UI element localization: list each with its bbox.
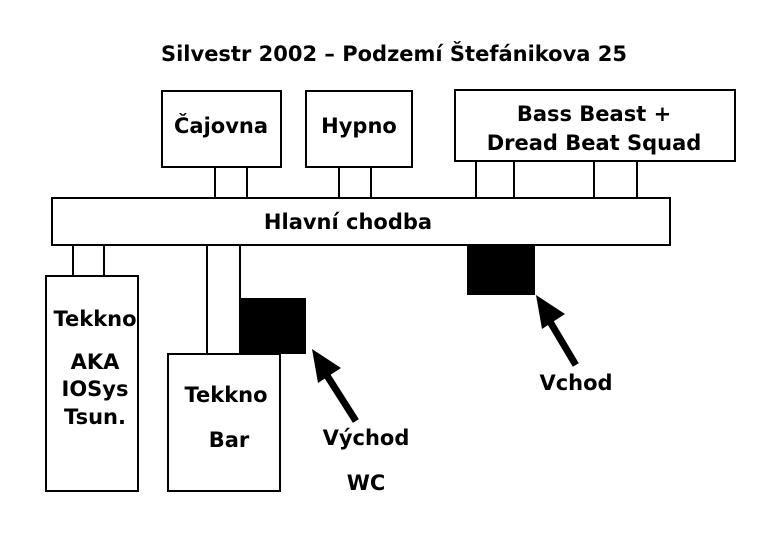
- room-tekkno-left-label-line1: Tekkno: [53, 307, 136, 331]
- room-tekkno-left-label-line2: AKA: [71, 350, 121, 374]
- room-hypno-label: Hypno: [321, 114, 397, 138]
- page-title: Silvestr 2002 – Podzemí Štefánikova 25: [161, 41, 627, 66]
- door-marker-vchod: [467, 245, 535, 295]
- room-tekkno-left: Tekkno AKA IOSys Tsun.: [45, 275, 139, 492]
- room-tekkno-bar-label-line1: Tekkno: [184, 383, 267, 407]
- room-hypno: Hypno: [305, 90, 413, 168]
- room-cajovna: Čajovna: [161, 90, 282, 168]
- room-bass-beast-label-line1: Bass Beast +: [517, 102, 671, 126]
- room-tekkno-left-label-line4: Tsun.: [64, 405, 126, 429]
- room-hlavni-chodba-label: Hlavní chodba: [264, 210, 432, 234]
- door-marker-vychod: [240, 298, 306, 354]
- label-vychod: Východ: [323, 426, 410, 450]
- room-tekkno-bar: Tekkno Bar: [167, 353, 281, 492]
- room-hlavni-chodba: Hlavní chodba: [51, 197, 671, 246]
- room-tekkno-left-label-line3: IOSys: [62, 377, 129, 401]
- room-bass-beast: Bass Beast + Dread Beat Squad: [454, 89, 736, 162]
- room-tekkno-bar-label-line2: Bar: [209, 428, 250, 452]
- label-vchod: Vchod: [539, 371, 612, 395]
- label-wc: WC: [347, 471, 386, 495]
- connectors-top: [214, 161, 638, 198]
- arrow-up-left-icon: [536, 295, 579, 367]
- room-bass-beast-label-line2: Dread Beat Squad: [487, 131, 702, 155]
- arrow-up-left-icon: [312, 349, 359, 423]
- room-cajovna-label: Čajovna: [174, 113, 268, 138]
